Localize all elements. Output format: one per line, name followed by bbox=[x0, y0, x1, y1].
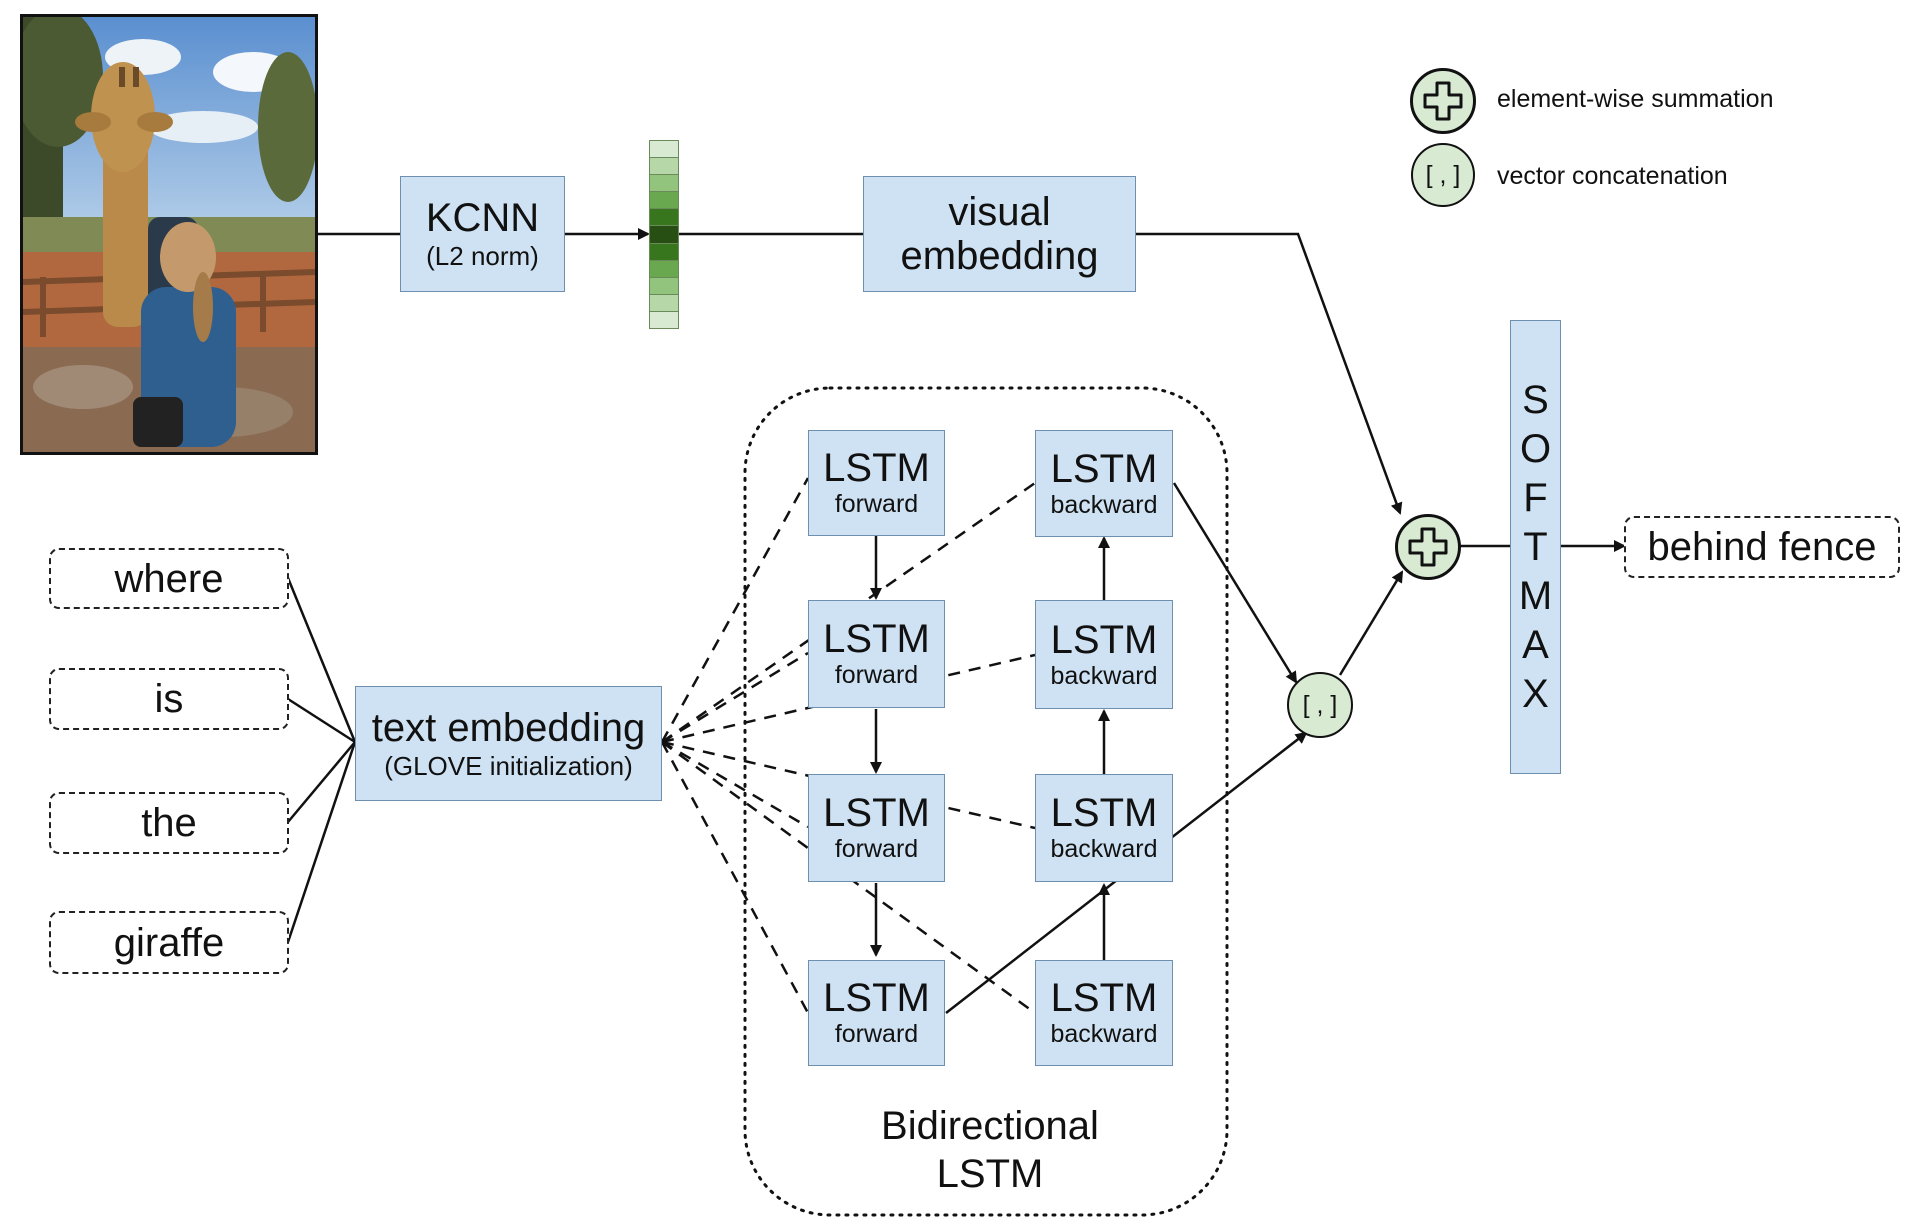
lstm-label: LSTM bbox=[823, 791, 930, 835]
word-where-label: where bbox=[114, 556, 224, 601]
lstm-label: LSTM bbox=[1050, 446, 1158, 491]
word-the: the bbox=[49, 792, 289, 854]
plus-icon bbox=[1408, 527, 1448, 567]
feature-vector-cell bbox=[650, 260, 678, 278]
word-giraffe-line bbox=[286, 741, 357, 943]
answer-box: behind fence bbox=[1624, 516, 1900, 578]
answer-label: behind fence bbox=[1647, 525, 1877, 569]
softmax-letter: X bbox=[1522, 671, 1549, 716]
word-giraffe-label: giraffe bbox=[113, 920, 225, 965]
kcnn-title: KCNN bbox=[425, 196, 540, 240]
lstm-forward-1: LSTM forward bbox=[808, 430, 945, 536]
lstm-label: LSTM bbox=[823, 617, 930, 661]
softmax-letter: S bbox=[1522, 377, 1549, 422]
feature-vector-cell bbox=[650, 158, 678, 176]
lstm-direction: forward bbox=[834, 661, 919, 689]
legend-concatenation-label: vector concatenation bbox=[1497, 162, 1728, 190]
concat-symbol: [ , ] bbox=[1302, 691, 1338, 719]
softmax-letter: A bbox=[1522, 622, 1549, 667]
feature-vector-cell bbox=[650, 311, 678, 329]
sum-node bbox=[1395, 514, 1461, 580]
lstm-forward-3: LSTM forward bbox=[808, 774, 945, 882]
visual-embedding-box: visual embedding bbox=[863, 176, 1136, 292]
softmax-letter: O bbox=[1519, 426, 1552, 471]
softmax-box: S O F T M A X bbox=[1510, 320, 1561, 774]
softmax-letter: F bbox=[1523, 475, 1548, 520]
backward-to-concat-arrow bbox=[1172, 482, 1298, 684]
concat-to-sum-arrow bbox=[1338, 570, 1404, 676]
softmax-letter: M bbox=[1518, 573, 1553, 618]
bidirectional-line2: LSTM bbox=[936, 1152, 1044, 1196]
feature-vector-cell bbox=[650, 141, 678, 159]
feature-vector-cell bbox=[650, 277, 678, 295]
lstm-backward-1: LSTM backward bbox=[1035, 430, 1173, 537]
word-where-line bbox=[286, 577, 357, 743]
feature-vector-cell bbox=[650, 226, 678, 244]
lstm-label: LSTM bbox=[823, 446, 930, 490]
legend-concat-node: [ , ] bbox=[1411, 143, 1475, 207]
legend-summation-label: element-wise summation bbox=[1497, 85, 1774, 113]
feature-vector-cell bbox=[650, 209, 678, 227]
word-where: where bbox=[49, 548, 289, 609]
embedding-fan-lines bbox=[660, 477, 1036, 1015]
lstm-direction: forward bbox=[834, 490, 919, 518]
input-photo bbox=[20, 14, 318, 455]
lstm-forward-2: LSTM forward bbox=[808, 600, 945, 708]
visual-embedding-line1: visual bbox=[948, 190, 1051, 234]
text-embedding-subtitle: (GLOVE initialization) bbox=[384, 750, 633, 781]
legend-sum-node bbox=[1410, 68, 1476, 134]
lstm-direction: backward bbox=[1050, 1020, 1158, 1048]
lstm-label: LSTM bbox=[823, 976, 930, 1020]
feature-vector-cell bbox=[650, 243, 678, 261]
giraffe-photo-illustration bbox=[23, 17, 315, 452]
word-giraffe: giraffe bbox=[49, 911, 289, 974]
lstm-direction: backward bbox=[1050, 661, 1158, 690]
lstm-backward-4: LSTM backward bbox=[1035, 960, 1173, 1066]
concat-node: [ , ] bbox=[1287, 672, 1353, 738]
word-is-label: is bbox=[154, 677, 184, 721]
feature-vector bbox=[649, 140, 679, 329]
lstm-forward-4: LSTM forward bbox=[808, 960, 945, 1066]
bidirectional-line1: Bidirectional bbox=[881, 1104, 1099, 1148]
kcnn-box: KCNN (L2 norm) bbox=[400, 176, 565, 292]
feature-vector-cell bbox=[650, 294, 678, 312]
lstm-direction: backward bbox=[1050, 835, 1158, 863]
lstm-label: LSTM bbox=[1050, 976, 1158, 1020]
lstm-label: LSTM bbox=[1050, 791, 1158, 835]
visual-embedding-line2: embedding bbox=[900, 234, 1099, 278]
text-embedding-box: text embedding (GLOVE initialization) bbox=[355, 686, 662, 801]
visual-to-sum-arrow bbox=[1136, 232, 1403, 515]
word-is-line bbox=[287, 697, 356, 744]
word-the-label: the bbox=[141, 801, 197, 845]
kcnn-subtitle: (L2 norm) bbox=[426, 241, 539, 271]
feature-vector-cell bbox=[650, 175, 678, 193]
softmax-letter: T bbox=[1523, 524, 1548, 569]
plus-icon bbox=[1423, 81, 1463, 121]
lstm-backward-3: LSTM backward bbox=[1035, 774, 1173, 882]
word-the-line bbox=[287, 741, 356, 823]
word-is: is bbox=[49, 668, 289, 730]
lstm-label: LSTM bbox=[1050, 617, 1158, 662]
concat-symbol: [ , ] bbox=[1425, 161, 1461, 189]
lstm-backward-2: LSTM backward bbox=[1035, 600, 1173, 709]
lstm-direction: forward bbox=[834, 835, 919, 863]
bidirectional-label: Bidirectional LSTM bbox=[830, 1102, 1150, 1198]
bidirectional-container bbox=[743, 386, 1229, 1217]
feature-vector-cell bbox=[650, 192, 678, 210]
lstm-direction: forward bbox=[834, 1020, 919, 1048]
text-embedding-title: text embedding bbox=[371, 705, 646, 750]
lstm-direction: backward bbox=[1050, 490, 1158, 519]
